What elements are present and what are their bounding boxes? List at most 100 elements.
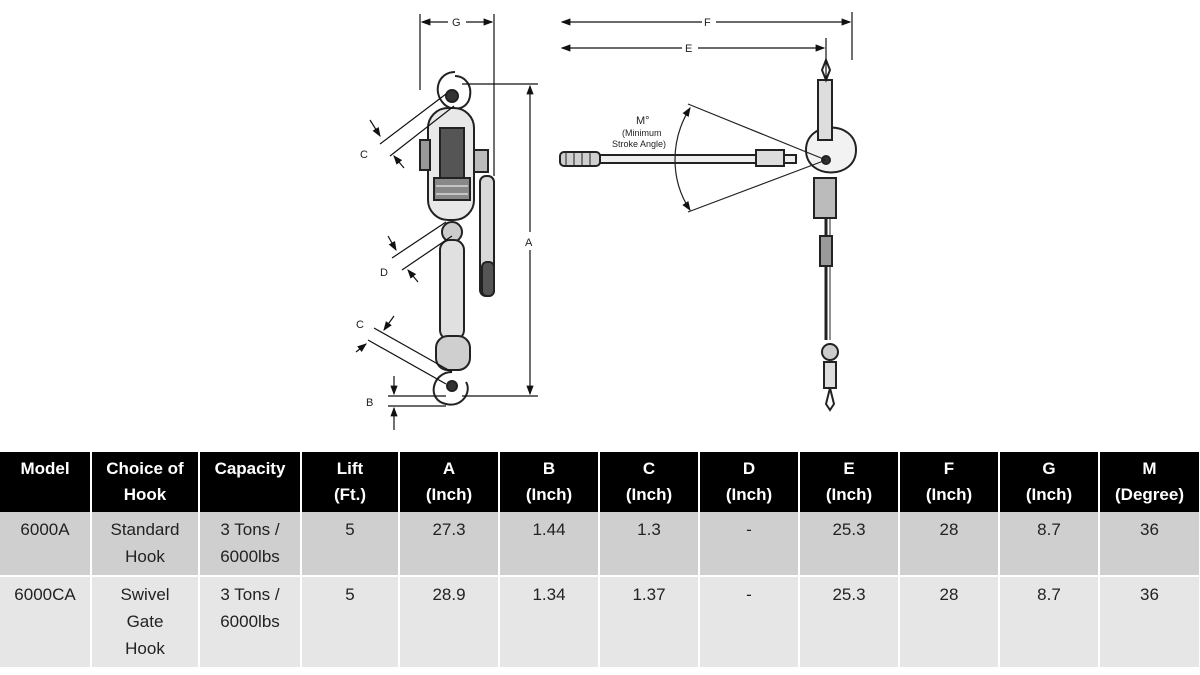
dim-note-m-1: (Minimum [622,128,662,138]
header-text: F [943,459,955,478]
cell-text: 6000CA [14,585,76,604]
cell-text: 28 [939,585,959,604]
column-header: D(Inch) [699,452,800,512]
table-cell: 27.3 [399,512,500,576]
cell-text: Hook [125,547,165,566]
dim-label-b: B [366,397,373,409]
dim-label-c-bottom: C [356,319,364,331]
cell-text: 8.7 [1037,585,1061,604]
table-cell: 28.9 [399,575,500,667]
table-cell: 6000A [0,512,92,576]
cell-text: 6000lbs [220,612,280,631]
table-cell: 5 [301,512,400,576]
table-cell: 3 Tons / 6000lbs [199,512,302,576]
header-text: C [642,459,656,478]
table-cell: - [699,512,800,576]
header-text: M [1142,459,1157,478]
cell-text: 28 [939,520,959,539]
dim-label-d: D [380,267,388,279]
side-top-hook [817,79,833,141]
cell-text: 27.3 [432,520,466,539]
header-text: (Inch) [825,485,873,504]
header-text: (Inch) [525,485,573,504]
table-cell: 8.7 [999,575,1100,667]
table-cell: - [699,575,800,667]
cell-text: 25.3 [832,520,866,539]
header-text: (Inch) [925,485,973,504]
cell-text: 6000lbs [220,547,280,566]
cell-text: 3 Tons / [220,520,280,539]
header-text: (Ft.) [333,485,367,504]
column-header: Choice of Hook [91,452,200,512]
cell-text: 3 Tons / [220,585,280,604]
cell-text: 1.34 [532,585,566,604]
cell-text: - [746,520,752,539]
cell-text: 5 [345,585,355,604]
side-view [559,57,858,412]
cell-text: 1.3 [637,520,661,539]
cell-text: 6000A [20,520,70,539]
cell-text: 8.7 [1037,520,1061,539]
table-cell: 1.3 [599,512,700,576]
header-text: Hook [123,485,167,504]
cell-text: - [746,585,752,604]
header-text: A [442,459,456,478]
header-text: Model [20,459,70,478]
table-cell: 36 [1099,575,1200,667]
front-view [419,71,495,406]
column-header: C(Inch) [599,452,700,512]
diagram-svg: G F E A B C D C M° (Minimum Stroke Angle… [355,12,858,430]
dim-label-f: F [704,17,711,29]
cell-text: 36 [1140,520,1159,539]
lever-arm [599,154,797,164]
header-text: Choice of [106,459,184,478]
header-text: (Inch) [725,485,773,504]
table-cell: 25.3 [799,575,900,667]
column-header: B (Inch) [499,452,600,512]
cell-text: 1.37 [632,585,666,604]
dimension-lines [355,12,853,430]
header-text: E [843,459,855,478]
dim-label-m: M° [636,115,650,127]
hoist-dimension-diagram: G F E A B C D C M° (Minimum Stroke Angle… [355,12,858,430]
table-cell: 6000CA [0,575,92,667]
cell-text: Standard [110,520,180,539]
table-cell: 28 [899,575,1000,667]
header-text: B [542,459,556,478]
header-text: (Inch) [425,485,473,504]
cell-text: Swivel [120,585,170,604]
table-cell: 36 [1099,512,1200,576]
header-text: Capacity [214,459,286,478]
bottom-hook [432,371,469,406]
header-row: Model Choice of Hook Capacity Lift (Ft.) A (Inc… [0,452,1200,512]
dim-label-e: E [685,43,692,55]
column-header: M (Degree) [1099,452,1200,512]
specifications-table: Model Choice of Hook Capacity Lift (Ft.) A (Inc… [0,452,1200,667]
column-header: Model [0,452,92,512]
cell-text: Hook [125,639,165,658]
cell-text: 1.44 [532,520,566,539]
table-cell: 5 [301,575,400,667]
table-cell: 8.7 [999,512,1100,576]
table-cell: 28 [899,512,1000,576]
header-text: Lift [336,459,364,478]
cell-text: Gate [126,612,164,631]
header-text: G [1042,459,1056,478]
header-text: (Inch) [1025,485,1073,504]
table-cell: 1.37 [599,575,700,667]
header-text: (Degree) [1115,485,1184,504]
dim-label-c-top: C [360,149,368,161]
load-chain-link [439,239,465,341]
cell-text: 36 [1140,585,1159,604]
column-header: Capacity [199,452,302,512]
dim-label-a: A [525,237,533,249]
dim-label-g: G [452,17,461,29]
table-cell: 1.34 [499,575,600,667]
table-header: Model Choice of Hook Capacity Lift (Ft.) A (Inc… [0,452,1200,512]
column-header: F (Inch) [899,452,1000,512]
